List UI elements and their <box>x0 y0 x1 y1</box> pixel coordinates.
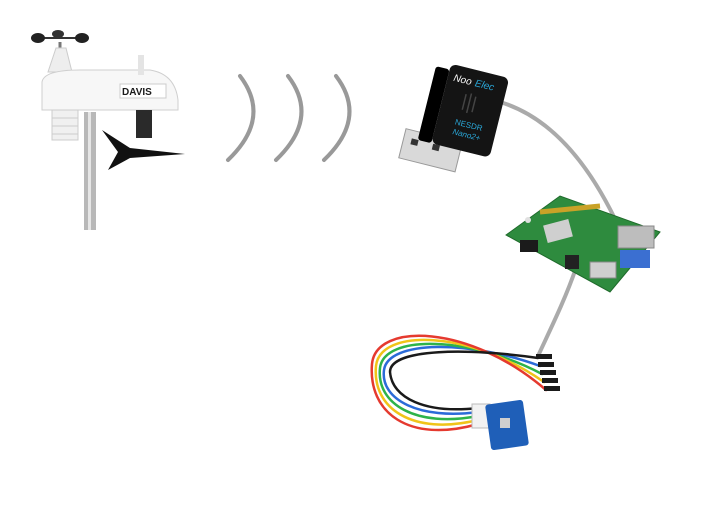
radio-waves-icon <box>226 74 352 162</box>
cable-pi-to-sensor <box>536 266 578 358</box>
weather-station-icon: DAVIS <box>31 30 185 230</box>
nooelec-logo-prefix: Noo <box>452 73 473 88</box>
sensor-module-icon <box>370 334 560 451</box>
usb-sdr-dongle-icon: Noo Elec NESDR Nano2+ <box>398 64 509 173</box>
raspberry-pi-board-icon <box>505 195 661 293</box>
davis-logo: DAVIS <box>122 87 152 98</box>
nooelec-logo-accent: Elec <box>474 78 496 93</box>
